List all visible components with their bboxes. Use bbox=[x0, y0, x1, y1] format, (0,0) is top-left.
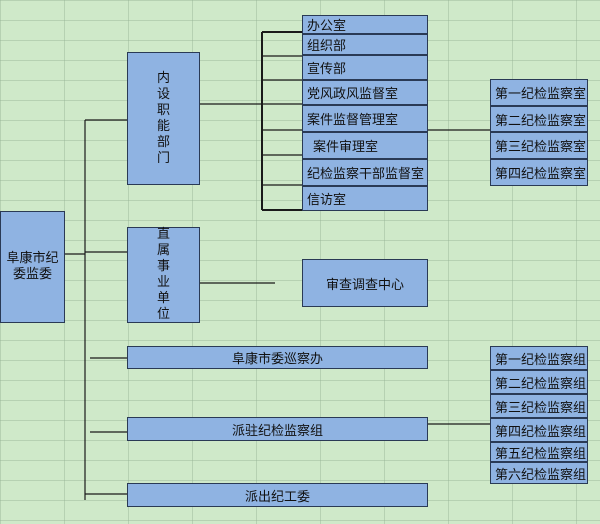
dept-item-label: 信访室 bbox=[307, 193, 347, 208]
dept-item-label: 办公室 bbox=[307, 19, 347, 34]
dispatched-node: 派出纪工委 bbox=[127, 483, 428, 507]
resident-group-item: 第六纪检监察组 bbox=[490, 462, 588, 484]
resident-group-item: 第三纪检监察组 bbox=[490, 394, 588, 418]
inspection-room-item: 第二纪检监察室 bbox=[490, 106, 588, 132]
resident-groups-label: 派驻纪检监察组 bbox=[231, 423, 323, 439]
inspection-room-label: 第三纪检监察室 bbox=[495, 140, 587, 155]
dept-item-label: 案件审理室 bbox=[313, 140, 379, 155]
dept-item-label: 案件监督管理室 bbox=[307, 113, 399, 128]
inspection-room-item: 第一纪检监察室 bbox=[490, 79, 588, 106]
resident-groups-node: 派驻纪检监察组 bbox=[127, 417, 428, 441]
affiliated-units-node: 直属事业单位 bbox=[127, 227, 200, 323]
review-center-node: 审查调查中心 bbox=[302, 259, 428, 307]
inspection-office-label: 阜康市委巡察办 bbox=[231, 352, 323, 367]
resident-group-item: 第四纪检监察组 bbox=[490, 418, 588, 442]
dept-item: 案件审理室 bbox=[302, 132, 428, 159]
review-center-label: 审查调查中心 bbox=[325, 277, 404, 293]
inspection-room-item: 第四纪检监察室 bbox=[490, 159, 588, 186]
resident-group-label: 第六纪检监察组 bbox=[495, 467, 587, 483]
dept-item-label: 组织部 bbox=[307, 39, 347, 54]
root-label: 阜康市纪委监委 bbox=[6, 251, 59, 282]
resident-group-label: 第四纪检监察组 bbox=[495, 424, 587, 440]
internal-depts-node: 内设职能部门 bbox=[127, 52, 200, 185]
dept-item: 信访室 bbox=[302, 186, 428, 211]
dept-item-label: 纪检监察干部监督室 bbox=[307, 167, 425, 182]
dept-item: 宣传部 bbox=[302, 55, 428, 80]
dept-item: 纪检监察干部监督室 bbox=[302, 159, 428, 186]
inspection-room-label: 第二纪检监察室 bbox=[495, 113, 587, 129]
resident-group-label: 第二纪检监察组 bbox=[495, 376, 587, 392]
dept-item-label: 党风政风监督室 bbox=[307, 87, 399, 102]
internal-depts-label: 内设职能部门 bbox=[156, 70, 170, 166]
affiliated-units-label: 直属事业单位 bbox=[156, 227, 170, 322]
resident-group-item: 第二纪检监察组 bbox=[490, 370, 588, 394]
dept-item: 办公室 bbox=[302, 15, 428, 34]
resident-group-item: 第五纪检监察组 bbox=[490, 442, 588, 462]
dept-item-label: 宣传部 bbox=[307, 62, 347, 77]
resident-group-label: 第三纪检监察组 bbox=[495, 400, 587, 416]
dispatched-label: 派出纪工委 bbox=[244, 489, 310, 505]
resident-group-item: 第一纪检监察组 bbox=[490, 346, 588, 370]
dept-item: 组织部 bbox=[302, 34, 428, 55]
resident-group-label: 第一纪检监察组 bbox=[495, 352, 587, 368]
inspection-room-label: 第一纪检监察室 bbox=[495, 87, 587, 102]
inspection-office-node: 阜康市委巡察办 bbox=[127, 346, 428, 369]
dept-item: 党风政风监督室 bbox=[302, 80, 428, 105]
inspection-room-label: 第四纪检监察室 bbox=[495, 167, 587, 182]
inspection-room-item: 第三纪检监察室 bbox=[490, 132, 588, 159]
dept-item: 案件监督管理室 bbox=[302, 105, 428, 132]
root-node: 阜康市纪委监委 bbox=[0, 211, 65, 323]
resident-group-label: 第五纪检监察组 bbox=[495, 446, 587, 462]
